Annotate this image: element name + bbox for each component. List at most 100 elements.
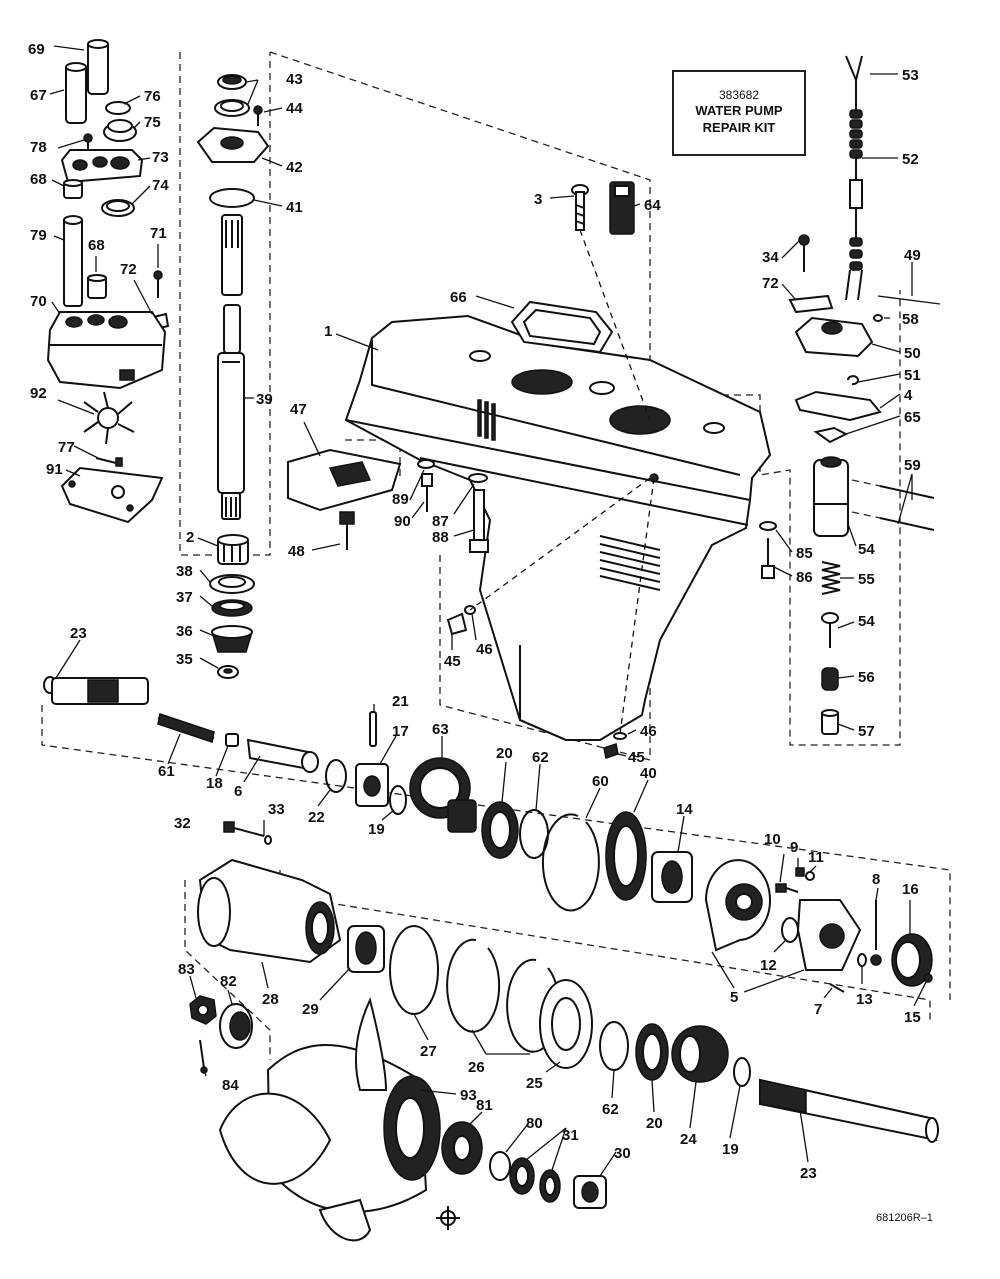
part-bolt-88 [469, 489, 489, 553]
callout-91: 91 [46, 461, 63, 478]
callout-46-a: 46 [476, 641, 493, 658]
part-screw-90 [421, 473, 433, 512]
callout-40: 40 [640, 765, 657, 782]
callout-89: 89 [392, 491, 409, 508]
callout-71: 71 [150, 225, 167, 242]
part-pin-77 [95, 457, 123, 467]
part-bearing-20b [635, 1023, 669, 1081]
part-bearing-2 [217, 534, 249, 565]
callout-25: 25 [526, 1075, 543, 1092]
callout-19-b: 19 [722, 1141, 739, 1158]
callout-34: 34 [762, 249, 779, 266]
callout-69: 69 [28, 41, 45, 58]
callout-83: 83 [178, 961, 195, 978]
callout-56: 56 [858, 669, 875, 686]
callout-54-a: 54 [858, 541, 875, 558]
callout-73: 73 [152, 149, 169, 166]
part-seal-31b [539, 1169, 561, 1203]
part-propshaft-23b [759, 1078, 939, 1143]
part-pin-7 [829, 983, 845, 993]
part-grommet-75 [103, 119, 137, 142]
callout-72-a: 72 [120, 261, 137, 278]
callout-54-b: 54 [858, 613, 875, 630]
part-oring-76 [105, 101, 131, 115]
callout-31: 31 [562, 1127, 579, 1144]
callout-17: 17 [392, 723, 409, 740]
part-nut-83 [189, 995, 217, 1025]
part-washer-89 [417, 459, 435, 469]
callout-49: 49 [904, 247, 921, 264]
callout-35: 35 [176, 651, 193, 668]
part-plate-73 [60, 149, 144, 184]
part-gear-63 [409, 757, 477, 833]
part-shift-rod-52 [845, 55, 863, 301]
callout-85: 85 [796, 545, 813, 562]
part-gearcase-1 [344, 314, 772, 741]
part-bushing-68a [63, 179, 83, 199]
callout-36: 36 [176, 623, 193, 640]
part-pump-housing-70 [46, 311, 167, 390]
part-bushing-68b [87, 274, 107, 299]
part-pins-59 [851, 479, 935, 531]
callout-78: 78 [30, 139, 47, 156]
part-cap-16 [891, 933, 933, 987]
repair-kit-box: 383682 WATER PUMP REPAIR KIT [672, 70, 806, 156]
callout-9: 9 [790, 839, 798, 856]
callout-44: 44 [286, 100, 303, 117]
part-pinion-36 [210, 625, 254, 653]
callout-79: 79 [30, 227, 47, 244]
callout-52: 52 [902, 151, 919, 168]
part-tube-67 [65, 62, 87, 124]
callout-65: 65 [904, 409, 921, 426]
callout-1: 1 [324, 323, 332, 340]
part-tube-79 [63, 215, 83, 307]
callout-23-a: 23 [70, 625, 87, 642]
callout-58: 58 [902, 311, 919, 328]
kit-line-2: REPAIR KIT [702, 120, 776, 135]
kit-line-1: WATER PUMP [695, 103, 783, 118]
part-seal-31a [509, 1157, 535, 1195]
part-washer-33 [264, 835, 272, 845]
callout-19-a: 19 [368, 821, 385, 838]
callout-30: 30 [614, 1145, 631, 1162]
part-pin-9 [795, 867, 805, 877]
callout-labels: 69 67 76 75 78 73 68 74 79 68 71 72 70 9… [28, 41, 921, 1182]
callout-42: 42 [286, 159, 303, 176]
callout-68-b: 68 [88, 237, 105, 254]
part-seal-66 [510, 300, 614, 354]
part-plug-45b [603, 743, 619, 759]
part-pin-21 [369, 711, 377, 747]
callout-70: 70 [30, 293, 47, 310]
callout-26: 26 [468, 1059, 485, 1076]
callout-46-b: 46 [640, 723, 657, 740]
part-washer-62b [599, 1021, 629, 1071]
part-oring-51 [847, 375, 859, 386]
callout-22: 22 [308, 809, 325, 826]
callout-43: 43 [286, 71, 303, 88]
callout-92: 92 [30, 385, 47, 402]
part-screw-71 [153, 270, 163, 298]
callout-27: 27 [420, 1043, 437, 1060]
callout-81: 81 [476, 1097, 493, 1114]
callout-88: 88 [432, 529, 449, 546]
part-plunger-54a [813, 456, 849, 537]
part-pin-18 [225, 733, 239, 747]
part-plate-47 [287, 448, 402, 512]
part-bearing-20a [481, 801, 519, 859]
callout-57: 57 [858, 723, 875, 740]
part-clip-72b [788, 294, 834, 314]
part-plate-91 [60, 466, 164, 524]
callout-7: 7 [814, 1001, 822, 1018]
callout-24: 24 [680, 1131, 697, 1148]
callout-64: 64 [644, 197, 661, 214]
part-screw-44 [253, 105, 263, 126]
callout-62-b: 62 [602, 1101, 619, 1118]
callout-4: 4 [904, 387, 913, 404]
part-seal-65 [813, 426, 849, 444]
part-spring-56 [821, 667, 839, 691]
part-bearing-29 [347, 925, 385, 973]
part-gear-24 [671, 1025, 729, 1083]
callout-76: 76 [144, 88, 161, 105]
callout-87: 87 [432, 513, 449, 530]
